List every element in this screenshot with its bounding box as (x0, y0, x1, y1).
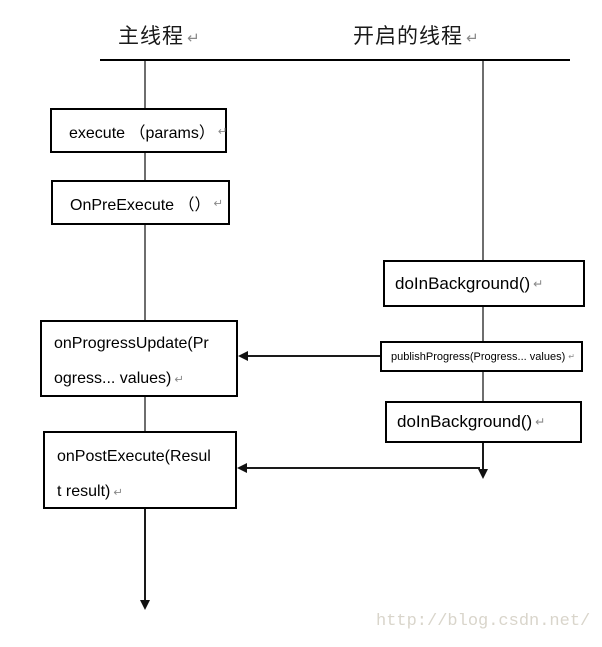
worker-lifeline-segment (482, 61, 484, 260)
main-lifeline-segment (144, 61, 146, 108)
arrowhead-down-icon (140, 600, 150, 610)
on-progress-update-label-line2: ogress... values) (54, 370, 172, 387)
on-pre-execute-box: OnPreExecute （） ↵ (51, 180, 230, 225)
do-in-background-box-1: doInBackground()↵ (383, 260, 585, 307)
on-progress-update-label-line1: onProgressUpdate(Pr (54, 335, 209, 352)
worker-lifeline-end-line (482, 443, 484, 470)
do-in-background-box-2: doInBackground()↵ (385, 401, 582, 443)
main-thread-label: 主线程 (118, 24, 184, 48)
arrowhead-down-icon (478, 469, 488, 479)
arrow-publish-to-progress-line (248, 355, 380, 357)
on-post-execute-box: onPostExecute(Resul t result)↵ (43, 431, 237, 509)
arrowhead-left-icon (237, 463, 247, 473)
main-lifeline-segment (144, 225, 146, 320)
return-mark: ↵ (568, 352, 575, 361)
return-mark: ↵ (535, 415, 546, 429)
execute-box: execute （params）↵ (50, 108, 228, 153)
worker-lifeline-segment (482, 307, 484, 341)
on-progress-update-box: onProgressUpdate(Pr ogress... values)↵ (40, 320, 238, 397)
worker-thread-header: 开启的线程↵ (353, 20, 480, 50)
main-lifeline-end-line (144, 509, 146, 601)
on-post-execute-label-line1: onPostExecute(Resul (57, 448, 211, 465)
execute-label: execute （params） (69, 124, 215, 142)
return-mark: ↵ (213, 195, 224, 210)
arrowhead-left-icon (238, 351, 248, 361)
return-mark: ↵ (113, 485, 123, 499)
main-lifeline-segment (144, 153, 146, 180)
publish-progress-label: publishProgress(Progress... values) (391, 350, 566, 363)
publish-progress-box: publishProgress(Progress... values)↵ (380, 341, 583, 372)
on-pre-execute-label: OnPreExecute （） (70, 196, 211, 214)
worker-thread-label: 开启的线程 (353, 24, 463, 48)
return-mark: ↵ (174, 372, 185, 386)
top-rule-line (100, 59, 570, 61)
main-lifeline-segment (144, 397, 146, 431)
do-in-background-label-1: doInBackground() (395, 273, 531, 293)
csdn-watermark: http://blog.csdn.net/ (376, 612, 591, 631)
on-post-execute-label-line2-wrap: t result)↵ (57, 474, 235, 510)
do-in-background-label-2: doInBackground() (397, 412, 533, 431)
return-mark: ↵ (187, 29, 201, 47)
return-mark: ↵ (217, 123, 228, 138)
arrow-worker-to-onpost-line (247, 467, 480, 469)
return-mark: ↵ (466, 29, 480, 47)
on-progress-update-label-line2-wrap: ogress... values)↵ (54, 361, 236, 397)
main-thread-header: 主线程↵ (118, 20, 201, 50)
worker-lifeline-segment (482, 372, 484, 401)
return-mark: ↵ (533, 276, 544, 291)
on-post-execute-label-line2: t result) (57, 483, 111, 500)
